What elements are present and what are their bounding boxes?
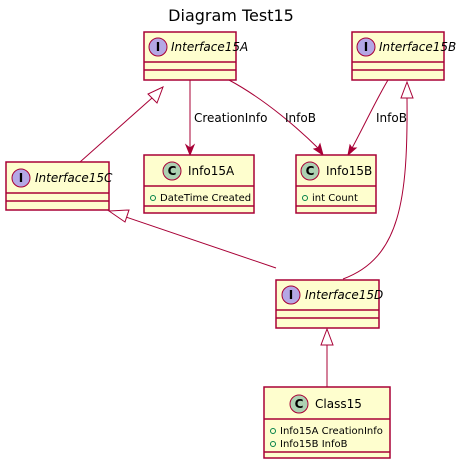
node-name: Info15A [188, 164, 235, 178]
inheritance-triangle [400, 80, 414, 99]
stereotype-letter: C [295, 397, 304, 411]
interface-badge-icon [148, 37, 168, 57]
member-field: DateTime Created [160, 193, 251, 204]
inheritance-triangle [320, 327, 334, 346]
edge-interface15a-info15a: CreationInfo [184, 80, 267, 157]
node-name: Info15B [326, 164, 372, 178]
stereotype-letter: I [19, 171, 23, 185]
node-interface15a[interactable]: I Interface15A [143, 31, 248, 81]
node-name: Class15 [315, 397, 362, 411]
node-box [263, 386, 391, 459]
arrowhead [184, 143, 196, 157]
edge-line [228, 79, 321, 151]
edge-line [350, 79, 389, 151]
node-info15b[interactable]: C Info15B int Count [295, 154, 377, 214]
edge-interface15b-info15b: InfoB [347, 79, 407, 157]
stereotype-letter: I [289, 288, 293, 302]
stereotype-letter: C [168, 164, 177, 178]
stereotype-letter: I [156, 40, 160, 54]
public-visibility-icon [270, 441, 276, 447]
edge-label-creationinfo: CreationInfo [194, 111, 267, 125]
edge-interface15d-extends-interface15c [107, 209, 277, 269]
edge-interface15a-info15b: InfoB [228, 79, 324, 157]
node-box [143, 154, 255, 214]
edge-label-infob: InfoB [285, 111, 316, 125]
interface-badge-icon [11, 168, 31, 188]
stereotype-letter: I [364, 40, 368, 54]
edge-line [79, 97, 153, 163]
edge-label-infob-2: InfoB [376, 111, 407, 125]
edge-interface15c-extends-interface15a [79, 86, 164, 163]
edge-line [342, 97, 408, 280]
node-class15[interactable]: C Class15 Info15A CreationInfo Info15B I… [263, 386, 391, 459]
member-field: Info15A CreationInfo [280, 426, 383, 437]
public-visibility-icon [302, 195, 308, 201]
class-badge-icon [162, 161, 182, 181]
member-field: Info15B InfoB [280, 439, 348, 450]
arrowhead [347, 143, 358, 157]
node-interface15c[interactable]: I Interface15C [5, 161, 113, 211]
edge-interface15d-extends-interface15b [342, 80, 414, 280]
node-name: Interface15A [171, 40, 248, 54]
member-field: int Count [312, 193, 358, 204]
inheritance-triangle [107, 209, 130, 223]
class-badge-icon [300, 161, 320, 181]
class-badge-icon [289, 394, 309, 414]
interface-badge-icon [356, 37, 376, 57]
public-visibility-icon [150, 195, 156, 201]
node-interface15b[interactable]: I Interface15B [351, 31, 456, 81]
node-name: Interface15D [305, 288, 383, 302]
stereotype-letter: C [306, 164, 315, 178]
inheritance-triangle [147, 86, 164, 104]
node-interface15d[interactable]: I Interface15D [275, 279, 383, 329]
edge-class15-implements-interface15d [320, 327, 334, 387]
node-info15a[interactable]: C Info15A DateTime Created [143, 154, 255, 214]
interface-badge-icon [281, 285, 301, 305]
edge-line [122, 215, 277, 269]
node-name: Interface15B [379, 40, 456, 54]
arrowhead [312, 142, 324, 157]
diagram-title: Diagram Test15 [168, 6, 294, 25]
public-visibility-icon [270, 428, 276, 434]
node-name: Interface15C [35, 171, 113, 185]
